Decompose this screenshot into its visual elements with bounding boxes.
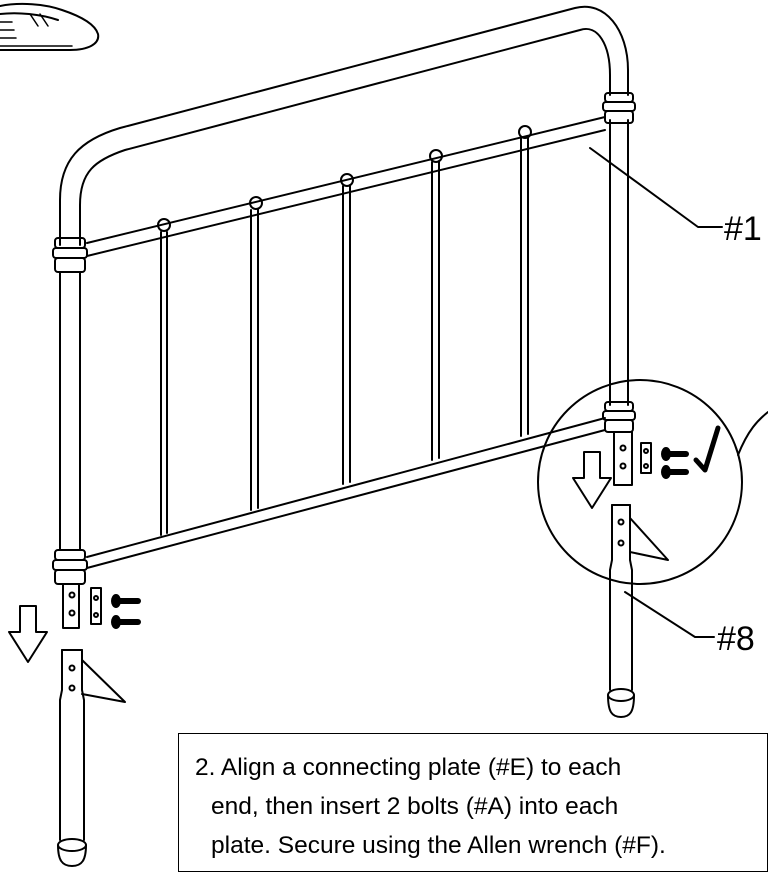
detail-magnifier <box>537 379 768 585</box>
leg-right <box>607 504 669 718</box>
instruction-line-3: plate. Secure using the Allen wrench (#F… <box>211 832 666 859</box>
allen-wrench-icon <box>693 425 721 473</box>
leader-line-8 <box>624 591 715 638</box>
down-arrow-icon <box>572 451 612 509</box>
bolt-icon <box>661 447 689 479</box>
leg-left <box>57 649 126 867</box>
instruction-text: 2. Align a connecting plate (#E) to each… <box>195 748 666 865</box>
instruction-box: 2. Align a connecting plate (#E) to each… <box>178 733 768 872</box>
leader-line-1 <box>589 147 723 228</box>
shoe-icon <box>0 2 100 51</box>
down-arrow-icon <box>8 605 48 663</box>
part-label-8: #8 <box>717 620 755 658</box>
instruction-line-2: end, then insert 2 bolts (#A) into each <box>211 793 619 820</box>
headboard-frame <box>52 5 636 629</box>
instruction-line-1: 2. Align a connecting plate (#E) to each <box>195 754 622 781</box>
bolt-icon <box>111 594 141 629</box>
part-label-1: #1 <box>724 210 762 248</box>
connecting-plate-left <box>90 587 102 625</box>
